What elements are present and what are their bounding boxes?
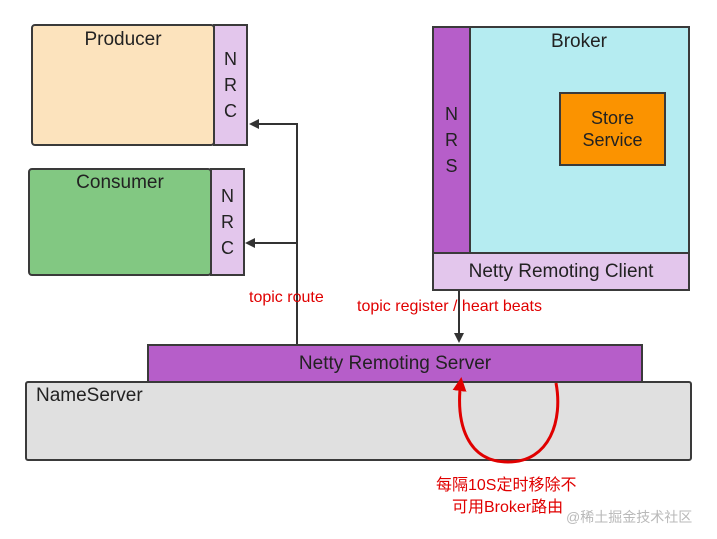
store-service-line1: Store xyxy=(590,108,635,128)
consumer-title: Consumer xyxy=(76,172,164,193)
removal-note-line2: 可用Broker路由 xyxy=(452,499,564,516)
consumer-box: Consumer xyxy=(28,168,212,276)
removal-note-line1: 每隔10S定时移除不 xyxy=(436,477,577,494)
consumer-nrc-label: N R C xyxy=(221,186,234,258)
broker-nrs-label: N R S xyxy=(445,104,458,176)
nameserver-box: NameServer xyxy=(25,381,692,461)
watermark: @稀土掘金技术社区 xyxy=(566,509,693,525)
consumer-nrc: N R C xyxy=(210,168,245,276)
nameserver-title: NameServer xyxy=(36,385,143,406)
store-service-line2: Service xyxy=(582,130,643,150)
broker-nrs: N R S xyxy=(432,26,471,254)
producer-box: Producer xyxy=(31,24,215,146)
producer-nrc-label: N R C xyxy=(224,49,237,121)
topic-register-label: topic register / heart beats xyxy=(357,298,542,315)
topic-route-label: topic route xyxy=(249,289,324,306)
producer-title: Producer xyxy=(84,29,162,50)
netty-remoting-server-label: Netty Remoting Server xyxy=(298,352,492,374)
netty-remoting-server: Netty Remoting Server xyxy=(147,344,643,383)
broker-title: Broker xyxy=(551,31,607,52)
netty-remoting-client-label: Netty Remoting Client xyxy=(468,260,654,282)
producer-nrc: N R C xyxy=(213,24,248,146)
netty-remoting-client: Netty Remoting Client xyxy=(432,252,690,291)
store-service-box: Store Service xyxy=(559,92,666,166)
